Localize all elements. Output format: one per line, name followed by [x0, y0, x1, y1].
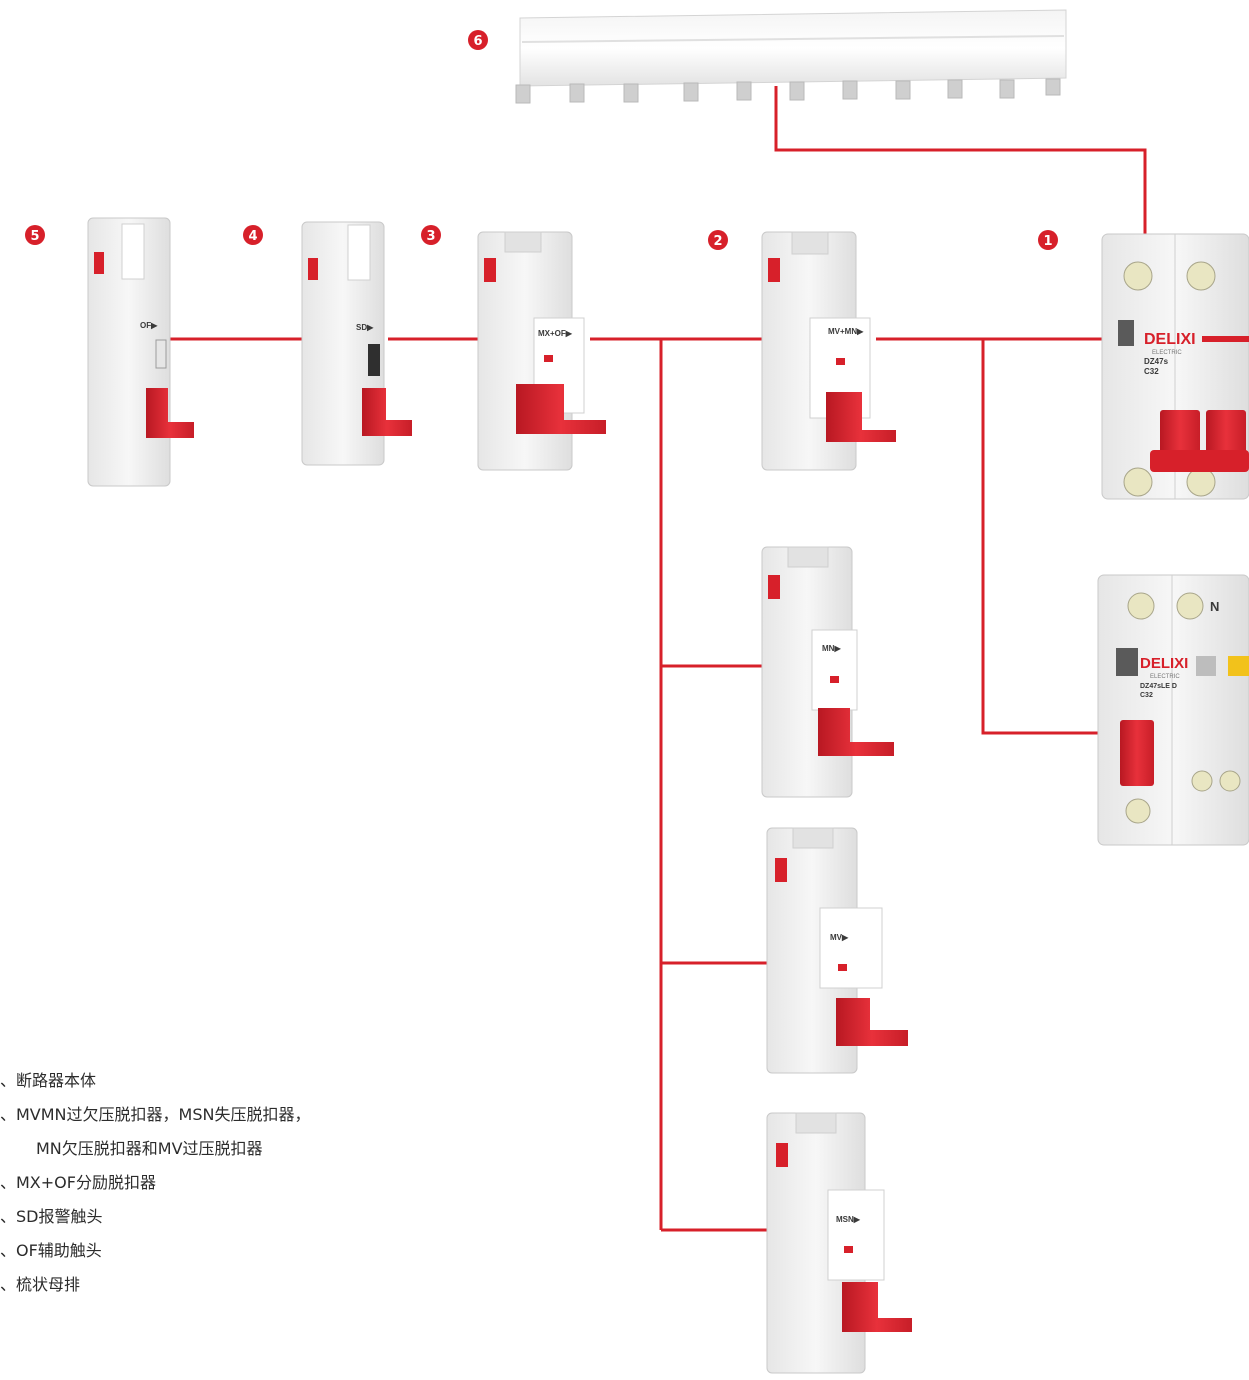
svg-text:2: 2	[713, 234, 722, 249]
badge-6: 6	[468, 30, 488, 50]
indicator-window	[1228, 656, 1249, 676]
mx-of-label: MX+OF▶	[538, 329, 573, 338]
terminal-screw-icon	[1186, 467, 1216, 497]
terminal-screw-icon	[1186, 261, 1216, 291]
sd-label: SD▶	[356, 323, 374, 332]
legend-item-2-continued: MN欠压脱扣器和MV过压脱扣器	[36, 1139, 263, 1158]
mv-mn-label: MV+MN▶	[828, 327, 864, 336]
rcd-model: DZ47sLE D	[1140, 683, 1177, 690]
legend-item-2: 、MVMN过欠压脱扣器，MSN失压脱扣器，	[0, 1105, 311, 1124]
link-busbar-to-breaker	[774, 86, 1147, 234]
legend-item-4: 、SD报警触头	[0, 1207, 103, 1226]
badge-5: 5	[25, 225, 45, 245]
link-breaker-to-rcd	[981, 339, 1120, 735]
svg-text:1: 1	[1043, 234, 1052, 249]
legend-item-3: 、MX+OF分励脱扣器	[0, 1173, 156, 1192]
mv-label: MV▶	[830, 933, 849, 942]
comb-busbar	[515, 9, 1067, 104]
svg-text:4: 4	[248, 229, 257, 244]
neutral-label: N	[1210, 599, 1219, 614]
legend-item-1: 、断路器本体	[0, 1071, 97, 1090]
rcd-brand: DELIXI	[1140, 655, 1188, 672]
svg-text:5: 5	[30, 229, 39, 244]
rcd-toggle	[1120, 720, 1154, 786]
mn-label: MN▶	[822, 644, 841, 653]
terminal-screw-icon	[1191, 770, 1213, 792]
msn-module: MSN▶	[766, 1112, 912, 1374]
terminal-screw-icon	[1219, 770, 1241, 792]
legend: 、断路器本体 、MVMN过欠压脱扣器，MSN失压脱扣器， MN欠压脱扣器和MV过…	[0, 1064, 310, 1302]
main-breaker: DELIXI ELECTRIC DZ47s C32	[1101, 233, 1249, 500]
badge-3: 3	[421, 225, 441, 245]
test-button	[1196, 656, 1216, 676]
breaker-brand-sub: ELECTRIC	[1152, 350, 1182, 356]
terminal-screw-icon	[1125, 798, 1151, 824]
rcd-breaker: N DELIXI ELECTRIC DZ47sLE D C32	[1097, 574, 1249, 846]
rcd-rating: C32	[1140, 692, 1153, 699]
terminal-screw-icon	[1127, 592, 1155, 620]
terminal-screw-icon	[1123, 467, 1153, 497]
breaker-brand: DELIXI	[1144, 331, 1196, 348]
rcd-brand-sub: ELECTRIC	[1150, 674, 1180, 680]
terminal-screw-icon	[1176, 592, 1204, 620]
of-contact-module: OF▶	[87, 217, 194, 487]
breaker-model: DZ47s	[1144, 357, 1169, 366]
badge-2: 2	[708, 230, 728, 250]
badge-4: 4	[243, 225, 263, 245]
connection-lines	[167, 86, 1147, 1232]
legend-item-6: 、梳状母排	[0, 1275, 81, 1294]
badge-1: 1	[1038, 230, 1058, 250]
sd-contact-module: SD▶	[301, 221, 412, 466]
breaker-rating: C32	[1144, 367, 1159, 376]
terminal-screw-icon	[1123, 261, 1153, 291]
svg-text:3: 3	[426, 229, 435, 244]
of-label: OF▶	[140, 321, 158, 330]
mn-module: MN▶	[761, 546, 894, 798]
legend-item-5: 、OF辅助触头	[0, 1241, 102, 1260]
mv-mn-module: MV+MN▶	[761, 231, 896, 471]
svg-text:6: 6	[473, 34, 482, 49]
msn-label: MSN▶	[836, 1215, 861, 1224]
mx-of-module: MX+OF▶	[477, 231, 606, 471]
mv-module: MV▶	[766, 827, 908, 1074]
